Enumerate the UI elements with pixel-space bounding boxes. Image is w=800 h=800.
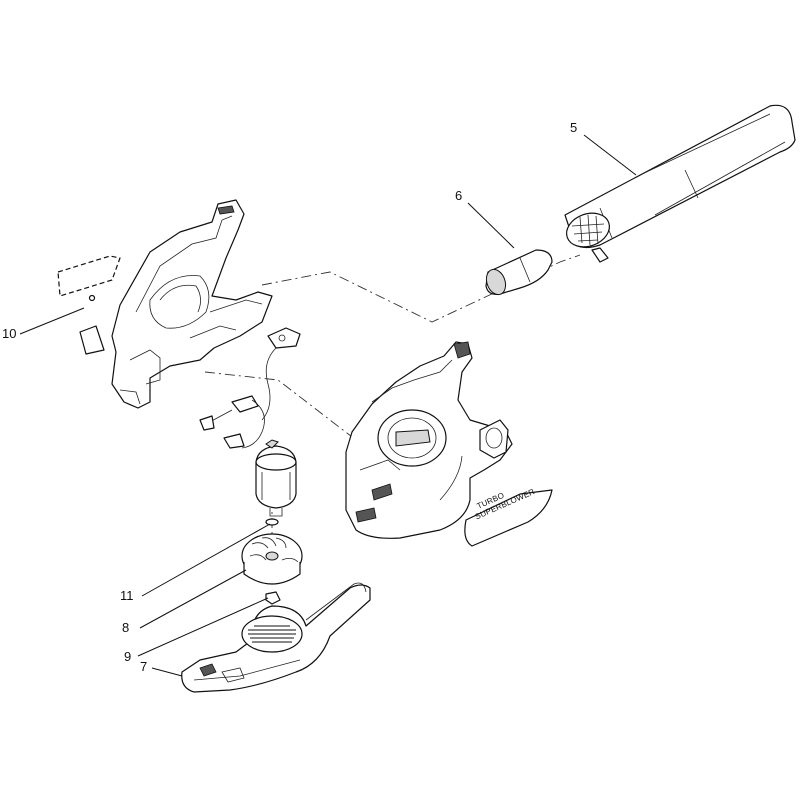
wiring-harness — [199, 327, 301, 449]
decal-turbo-superblower — [464, 489, 553, 547]
callout-5: 5 — [570, 120, 578, 135]
leader-lines — [19, 134, 637, 677]
motor — [255, 439, 297, 517]
callout-9: 9 — [124, 649, 132, 664]
callout-6: 6 — [455, 188, 463, 203]
callout-7: 7 — [140, 659, 148, 674]
part-5-blower-tube — [564, 104, 796, 263]
part-7-base-housing — [181, 582, 371, 693]
blower-main-housing — [345, 341, 513, 539]
callout-8: 8 — [122, 620, 130, 635]
part-8-impeller — [241, 533, 303, 585]
callout-11: 11 — [120, 588, 134, 603]
callout-10: 10 — [2, 326, 17, 341]
part-10-decals — [57, 255, 121, 355]
part-10-housing-left — [111, 199, 273, 409]
part-6-nozzle — [485, 249, 553, 296]
part-11-washer — [265, 518, 279, 526]
part-9-nut — [265, 591, 281, 605]
